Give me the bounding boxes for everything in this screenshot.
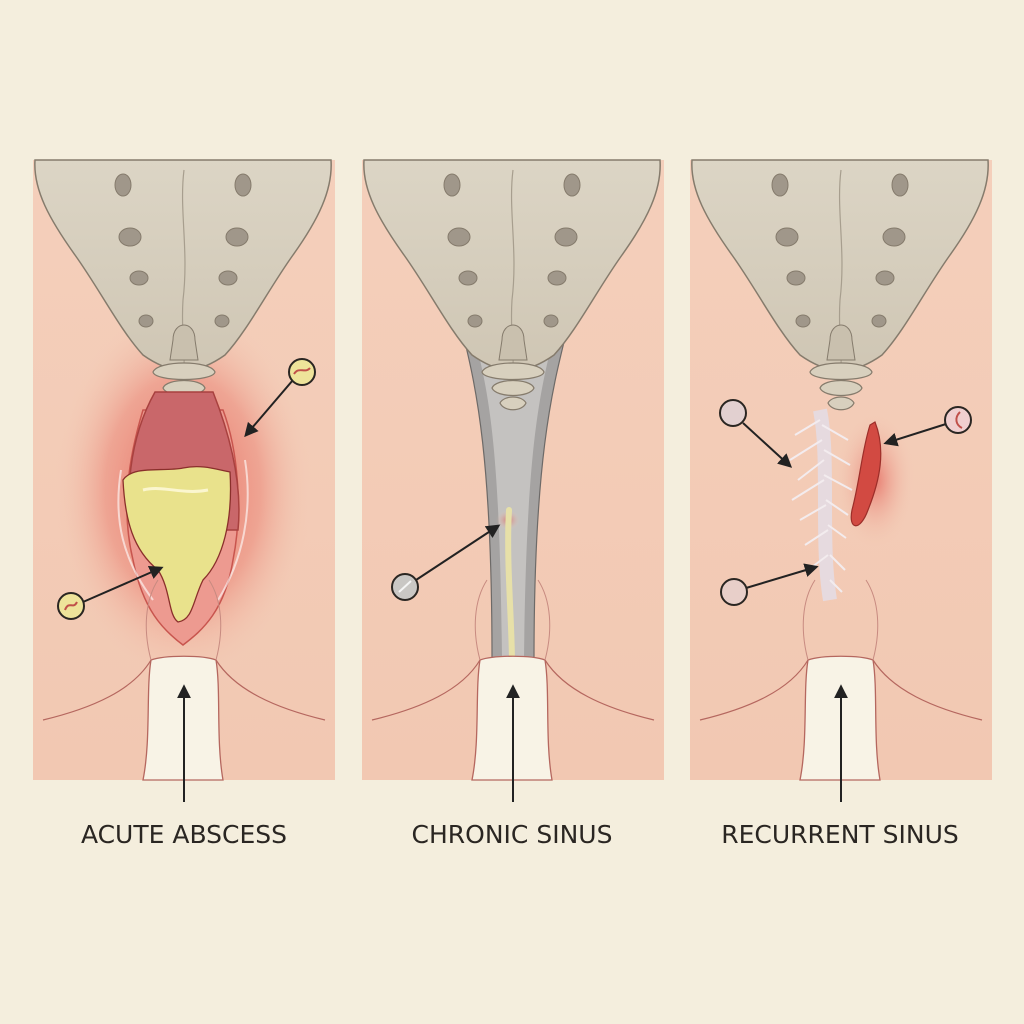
recurrent-sinus-illustration <box>690 159 992 802</box>
open-wound <box>850 421 882 527</box>
callout-arrow <box>745 563 819 589</box>
callout-arrow <box>415 524 501 581</box>
label-recurrent-sinus: RECURRENT SINUS <box>721 820 959 849</box>
pus-pocket <box>122 466 232 623</box>
label-chronic-sinus: CHRONIC SINUS <box>411 820 613 849</box>
drainage <box>505 507 515 668</box>
chronic-sinus-illustration <box>362 159 664 802</box>
callout-magnifier-icon <box>944 406 972 434</box>
callout-arrow <box>742 422 793 468</box>
label-acute-abscess: ACUTE ABSCESS <box>80 820 288 849</box>
acute-abscess-illustration <box>33 159 335 802</box>
callout-arrow <box>244 379 294 438</box>
callout-magnifier-icon <box>719 399 747 427</box>
callout-magnifier-icon <box>720 578 748 606</box>
callout-magnifier-icon <box>288 358 316 386</box>
panel-acute-abscess <box>33 159 335 802</box>
panel-recurrent-sinus <box>690 159 992 802</box>
scar-tissue <box>789 408 853 602</box>
callout-arrow <box>82 566 164 603</box>
panel-chronic-sinus <box>362 159 664 802</box>
callout-arrow <box>883 423 947 447</box>
